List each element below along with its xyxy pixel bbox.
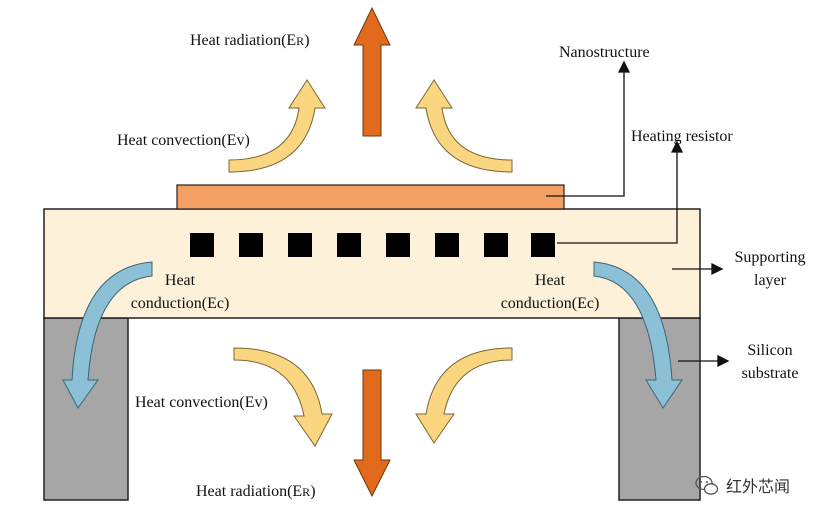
heating-resistor [239, 233, 263, 257]
heat-convection-up-left-arrow [228, 79, 326, 173]
heat-conduction-right-arrow [593, 261, 683, 409]
heat-convection-up-right-arrow [415, 79, 513, 173]
nanostructure-leader-head [617, 60, 631, 73]
supporting-layer-label-line1: Supporting [734, 249, 805, 266]
heat-convection-bottom-label: Heat convection(Ev) [135, 394, 268, 411]
watermark: 红外芯闻 [695, 475, 790, 496]
heating-resistor-array [190, 233, 555, 257]
nanostructure-label: Nanostructure [559, 44, 650, 61]
wechat-logo-icon [695, 475, 719, 495]
heat-conduction-left-arrow [62, 261, 153, 409]
supporting-layer-label-line2: layer [754, 272, 787, 289]
heat-radiation-bottom-label: Heat radiation(ER) [196, 483, 316, 500]
nanostructure [176, 184, 565, 210]
heat-radiation-down-arrow [353, 369, 391, 498]
heat-conduction-left-label-line2: conduction(Ec) [131, 295, 230, 312]
heating-resistor-label: Heating resistor [631, 128, 733, 145]
heat-convection-top-label: Heat convection(Ev) [117, 132, 250, 149]
watermark-text: 红外芯闻 [726, 477, 790, 496]
heating-resistor [435, 233, 459, 257]
heat-radiation-up-arrow [353, 6, 391, 137]
heating-resistor [484, 233, 508, 257]
supporting-layer-leader-head [711, 262, 724, 276]
heat-convection-down-right-arrow [415, 347, 513, 444]
heating-resistor [531, 233, 555, 257]
heat-conduction-left-label-line1: Heat [165, 272, 196, 289]
heating-resistor [386, 233, 410, 257]
heating-resistor-leader [557, 144, 678, 244]
leader-lines [546, 60, 730, 368]
heat-radiation-top-label: Heat radiation(ER) [190, 32, 310, 49]
silicon-substrate-label-line1: Silicon [747, 342, 792, 359]
silicon-substrate-label-line2: substrate [742, 365, 799, 382]
heat-conduction-right-label-line2: conduction(Ec) [501, 295, 600, 312]
nanostructure-leader [546, 64, 625, 197]
heating-resistor [190, 233, 214, 257]
heat-convection-down-left-arrow [233, 347, 333, 447]
heating-resistor [288, 233, 312, 257]
heat-conduction-right-label-line1: Heat [535, 272, 566, 289]
heating-resistor [337, 233, 361, 257]
heating-resistor-leader-head [670, 140, 684, 153]
silicon-substrate-leader-head [717, 354, 730, 368]
